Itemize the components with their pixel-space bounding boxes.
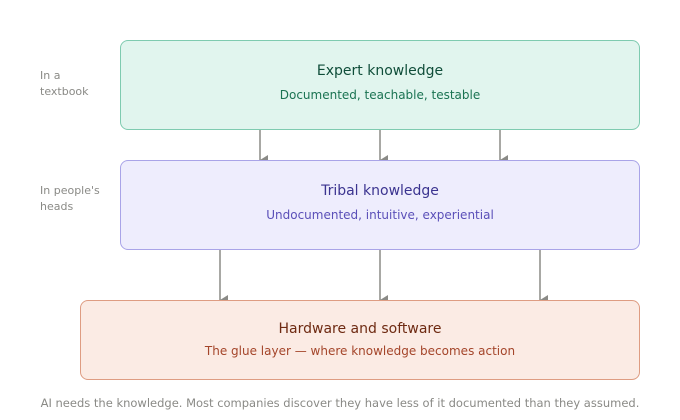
expert-knowledge-box: Expert knowledge Documented, teachable, … [120,40,640,130]
box-title: Expert knowledge [316,63,444,79]
hardware-software-box: Hardware and software The glue layer — w… [80,300,640,380]
side-label-textbook: In a textbook [40,69,89,98]
box-title: Tribal knowledge [321,183,439,199]
tribal-knowledge-box: Tribal knowledge Undocumented, intuitive… [120,160,640,250]
side-label-heads: In people's heads [40,184,100,213]
box-subtitle: The glue layer — where knowledge becomes… [204,344,516,358]
caption: AI needs the knowledge. Most companies d… [40,396,640,410]
box-title: Hardware and software [278,321,442,337]
box-subtitle: Documented, teachable, testable [279,88,481,102]
box-subtitle: Undocumented, intuitive, experiential [266,208,494,222]
